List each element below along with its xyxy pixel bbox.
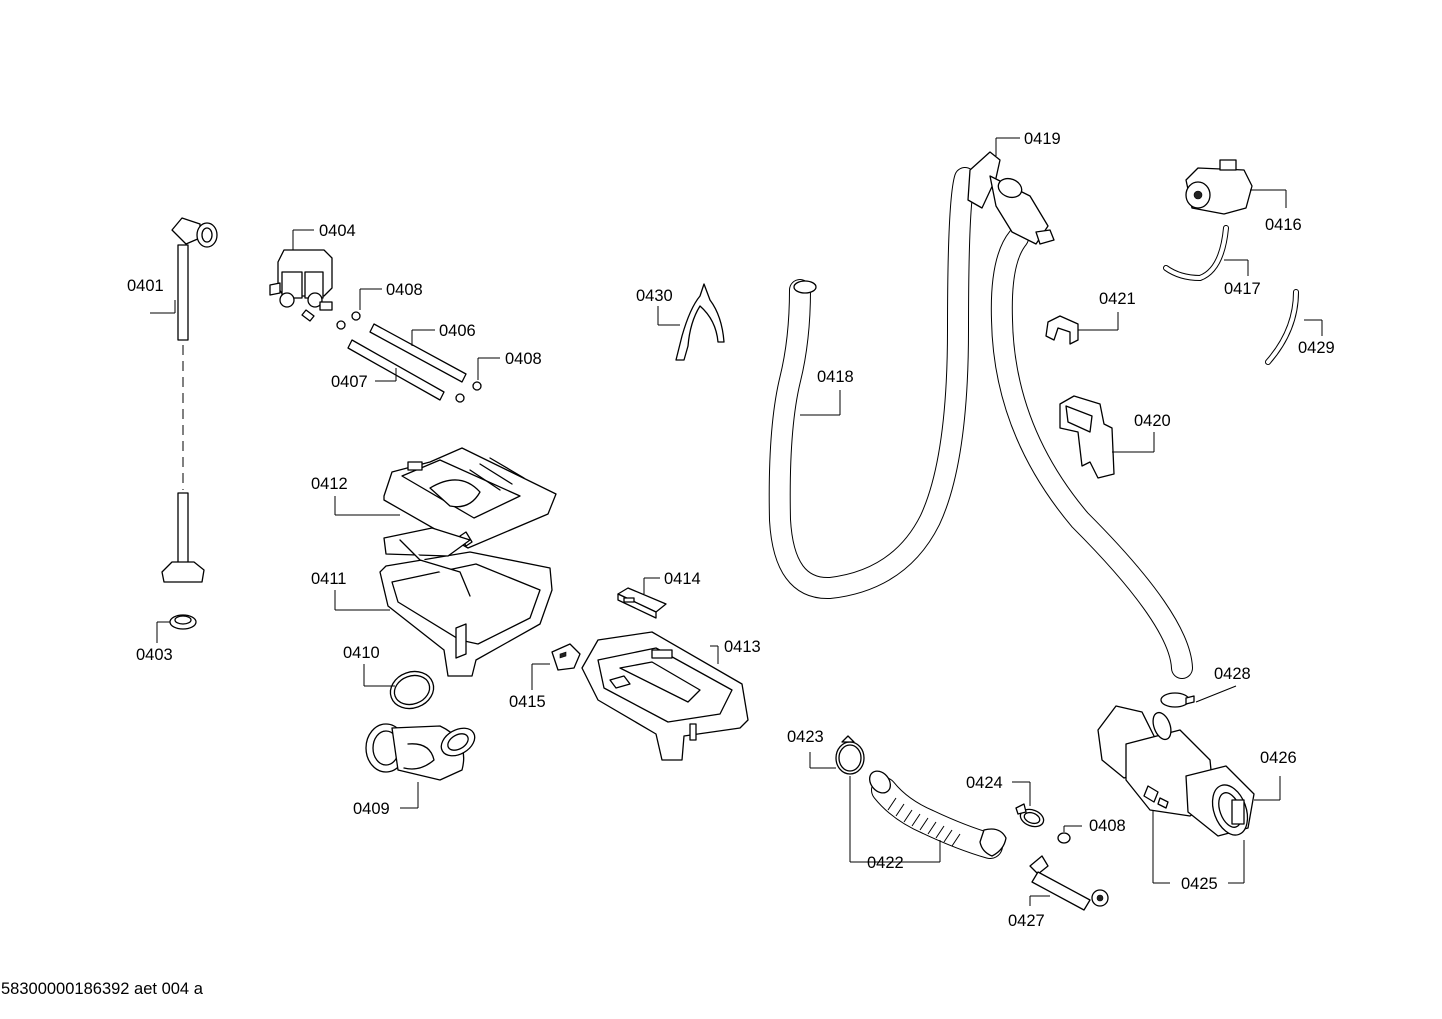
- label-0401: 0401: [127, 277, 164, 295]
- part-0407-hose: [347, 339, 445, 401]
- part-0409-elbow-bellows: [365, 723, 476, 809]
- part-0403-filter: [156, 614, 197, 643]
- part-0425-drain-pump: [1097, 705, 1281, 884]
- label-0426: 0426: [1260, 749, 1297, 767]
- part-0420-bracket: [1059, 395, 1155, 479]
- label-0406: 0406: [439, 322, 476, 340]
- part-0410-seal-ring: [363, 664, 435, 710]
- label-0425: 0425: [1181, 875, 1218, 893]
- label-0429: 0429: [1298, 339, 1335, 357]
- label-0422: 0422: [867, 854, 904, 872]
- part-0411-dispenser-housing: [334, 527, 553, 677]
- document-id: 58300000186392 aet 004 a: [1, 980, 203, 998]
- label-0427: 0427: [1008, 912, 1045, 930]
- label-0430: 0430: [636, 287, 673, 305]
- label-0404: 0404: [319, 222, 356, 240]
- label-0410: 0410: [343, 644, 380, 662]
- label-0420: 0420: [1134, 412, 1171, 430]
- part-labels: 0401 0403 0404 0408 0406 0407 0408 0430 …: [127, 130, 1335, 930]
- part-0418-drain-hose: [768, 167, 976, 599]
- label-0421: 0421: [1099, 290, 1136, 308]
- part-0413-detergent-drawer: [581, 631, 749, 761]
- part-0408-clamps-lower: [455, 357, 500, 403]
- part-0424-clamp: [1012, 781, 1045, 828]
- part-0427-drain-spout: [1029, 855, 1109, 911]
- label-0419: 0419: [1024, 130, 1061, 148]
- label-0413: 0413: [724, 638, 761, 656]
- part-0416-pressure-sensor: [1185, 159, 1287, 215]
- label-0408-pump: 0408: [1089, 817, 1126, 835]
- part-0406-hose: [369, 323, 467, 383]
- label-0408-lower: 0408: [505, 350, 542, 368]
- label-0416: 0416: [1265, 216, 1302, 234]
- label-0409: 0409: [353, 800, 390, 818]
- part-0408-clamp-pump: [1057, 825, 1082, 844]
- part-0417-pressure-tube: [1163, 225, 1249, 281]
- label-0408-upper: 0408: [386, 281, 423, 299]
- label-0418: 0418: [817, 368, 854, 386]
- part-0414-clip: [617, 577, 667, 619]
- label-0428: 0428: [1214, 665, 1251, 683]
- part-0428-hose-clamp: [1160, 685, 1237, 708]
- label-0412: 0412: [311, 475, 348, 493]
- part-0430-hose-guide: [657, 283, 725, 361]
- label-0407: 0407: [331, 373, 368, 391]
- part-0419-vent-hose: [967, 137, 1193, 679]
- label-0414: 0414: [664, 570, 701, 588]
- part-0421-clip: [1045, 312, 1119, 345]
- part-0412-dispenser-cover: [334, 447, 557, 549]
- label-0424: 0424: [966, 774, 1003, 792]
- label-0417: 0417: [1224, 280, 1261, 298]
- label-0415: 0415: [509, 693, 546, 711]
- part-0415-float: [531, 643, 581, 690]
- part-0422-sump-hose: [849, 770, 1007, 863]
- label-0423: 0423: [787, 728, 824, 746]
- part-0408-clamps-upper: [336, 288, 382, 330]
- part-0429-tube: [1265, 289, 1323, 365]
- label-0403: 0403: [136, 646, 173, 664]
- part-0404-valve: [269, 229, 333, 322]
- label-0411: 0411: [311, 570, 346, 588]
- part-0423-clamp: [809, 735, 865, 775]
- part-0401-inlet-pipe: [150, 217, 218, 583]
